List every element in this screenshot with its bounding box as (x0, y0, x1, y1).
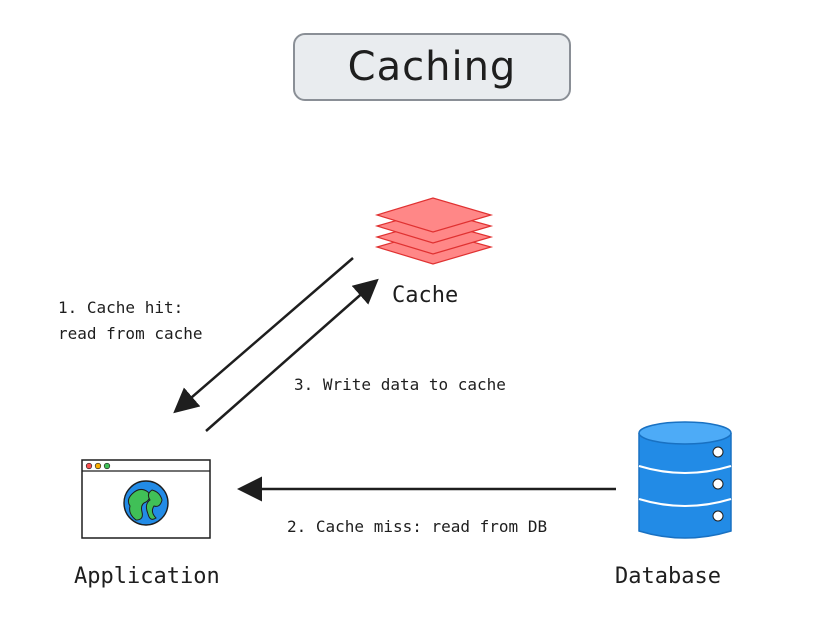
cache-layers-icon (374, 197, 494, 265)
application-label: Application (74, 564, 220, 589)
cache-label: Cache (392, 283, 459, 308)
cache-hit-label-line2: read from cache (58, 324, 203, 343)
diagram-title: Caching (347, 44, 517, 90)
database-cylinder-icon (638, 421, 732, 539)
title-box: Caching (293, 33, 571, 101)
cache-hit-label: 1. Cache hit: read from cache (58, 295, 203, 347)
cache-hit-arrow (173, 257, 354, 414)
database-label: Database (615, 564, 721, 589)
write-to-cache-label: 3. Write data to cache (294, 375, 506, 394)
cache-miss-label: 2. Cache miss: read from DB (287, 517, 548, 536)
browser-window-globe-icon (81, 459, 211, 539)
cache-hit-label-line1: 1. Cache hit: (58, 298, 184, 317)
write-to-cache-arrow (205, 278, 379, 432)
